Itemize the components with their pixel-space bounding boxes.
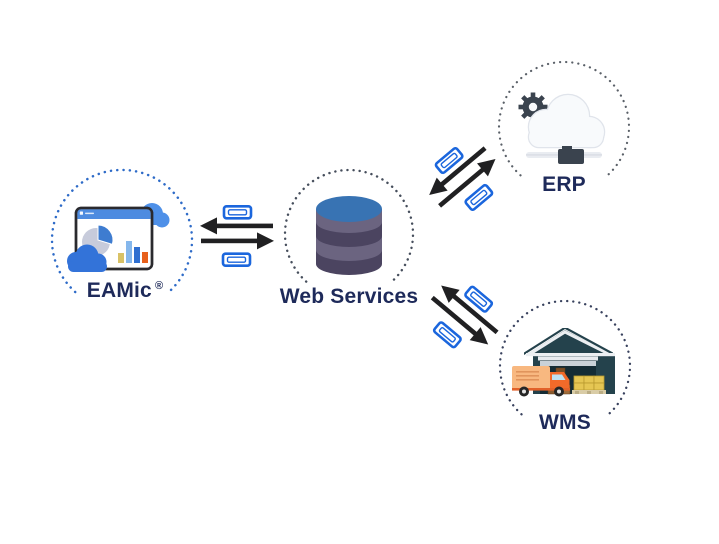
data-packet-icon [221, 252, 252, 267]
node-label-wms: WMS [539, 411, 591, 434]
warehouse-icon [512, 328, 615, 397]
right-arrow-icon [438, 158, 496, 208]
right-arrow-icon [430, 295, 489, 345]
data-packet-icon [464, 285, 494, 313]
transfer-arrows-icon [429, 146, 496, 212]
truck-icon [512, 366, 570, 397]
dotted-circle [498, 299, 632, 416]
data-packet-icon [222, 205, 253, 220]
eamic-dashboard-icon [67, 203, 170, 272]
node-label-webservices: Web Services [279, 285, 419, 308]
pallet-icon [572, 375, 606, 394]
cloud-icon [67, 244, 107, 272]
network-server-icon [526, 146, 602, 164]
database-icon [316, 196, 382, 275]
data-packet-icon [434, 146, 464, 175]
erp-cloud-gear-icon [518, 92, 606, 164]
node-label-erp: ERP [542, 173, 586, 196]
left-arrow-icon [429, 146, 487, 196]
bar-chart-icon [118, 241, 148, 263]
transfer-arrows-icon [430, 285, 499, 349]
right-arrow-icon [201, 232, 274, 250]
data-packet-icon [464, 183, 494, 212]
registered-trademark-symbol: ® [154, 280, 164, 292]
left-arrow-icon [200, 217, 273, 235]
data-packet-icon [432, 321, 462, 349]
node-label-eamic: EAMic® [86, 279, 164, 302]
left-arrow-icon [441, 285, 499, 335]
transfer-arrows-icon [200, 205, 274, 267]
window-title-bar [77, 209, 151, 219]
dotted-circle [50, 168, 194, 294]
